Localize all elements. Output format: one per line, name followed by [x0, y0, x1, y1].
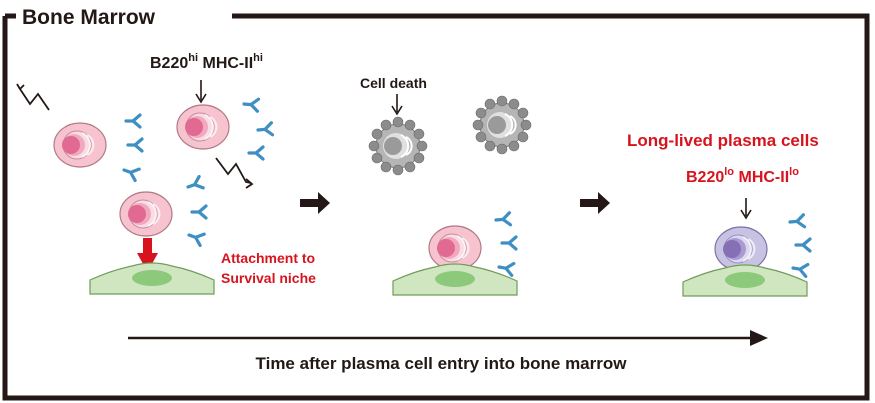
down-arrow-icon: [195, 80, 207, 104]
attachment-arrow-icon: [137, 238, 158, 272]
time-axis-label: Time after plasma cell entry into bone m…: [256, 354, 628, 373]
long-lived-plasma-cell: [714, 226, 768, 272]
panel-frame: [2, 13, 870, 401]
attachment-label: Attachment to Survival niche: [221, 250, 319, 286]
dead-cell: [472, 95, 532, 155]
stage-1-newly-arrived: B220hi MHC-IIhi: [16, 52, 319, 295]
plasma-cell: [176, 104, 230, 150]
zigzag-arrow-icon: [215, 157, 254, 189]
antibody-icon: [493, 211, 518, 277]
survival-niche: [89, 262, 215, 295]
survival-niche: [392, 263, 518, 296]
zigzag-arrow-icon: [16, 83, 50, 111]
stage-2-selection: Cell death: [360, 75, 532, 296]
stage-3-long-lived: Long-lived plasma cells B220lo MHC-IIlo: [627, 131, 819, 297]
cell-death-label: Cell death: [360, 75, 427, 91]
dead-cell: [368, 116, 428, 176]
progression-arrow-icon: [300, 192, 330, 214]
plasma-cell: [119, 191, 173, 237]
time-axis-arrowhead: [750, 330, 768, 346]
survival-niche: [682, 264, 808, 297]
progression-arrow-icon: [580, 192, 610, 214]
antibody-icon: [787, 213, 812, 278]
b220-lo-label: B220lo MHC-IIlo: [686, 166, 799, 186]
b220-hi-label: B220hi MHC-IIhi: [150, 52, 263, 72]
plasma-cell: [53, 122, 107, 168]
down-arrow-icon: [391, 94, 403, 116]
panel-title: Bone Marrow: [22, 6, 156, 29]
long-lived-label: Long-lived plasma cells: [627, 131, 819, 150]
down-arrow-icon: [740, 198, 752, 220]
